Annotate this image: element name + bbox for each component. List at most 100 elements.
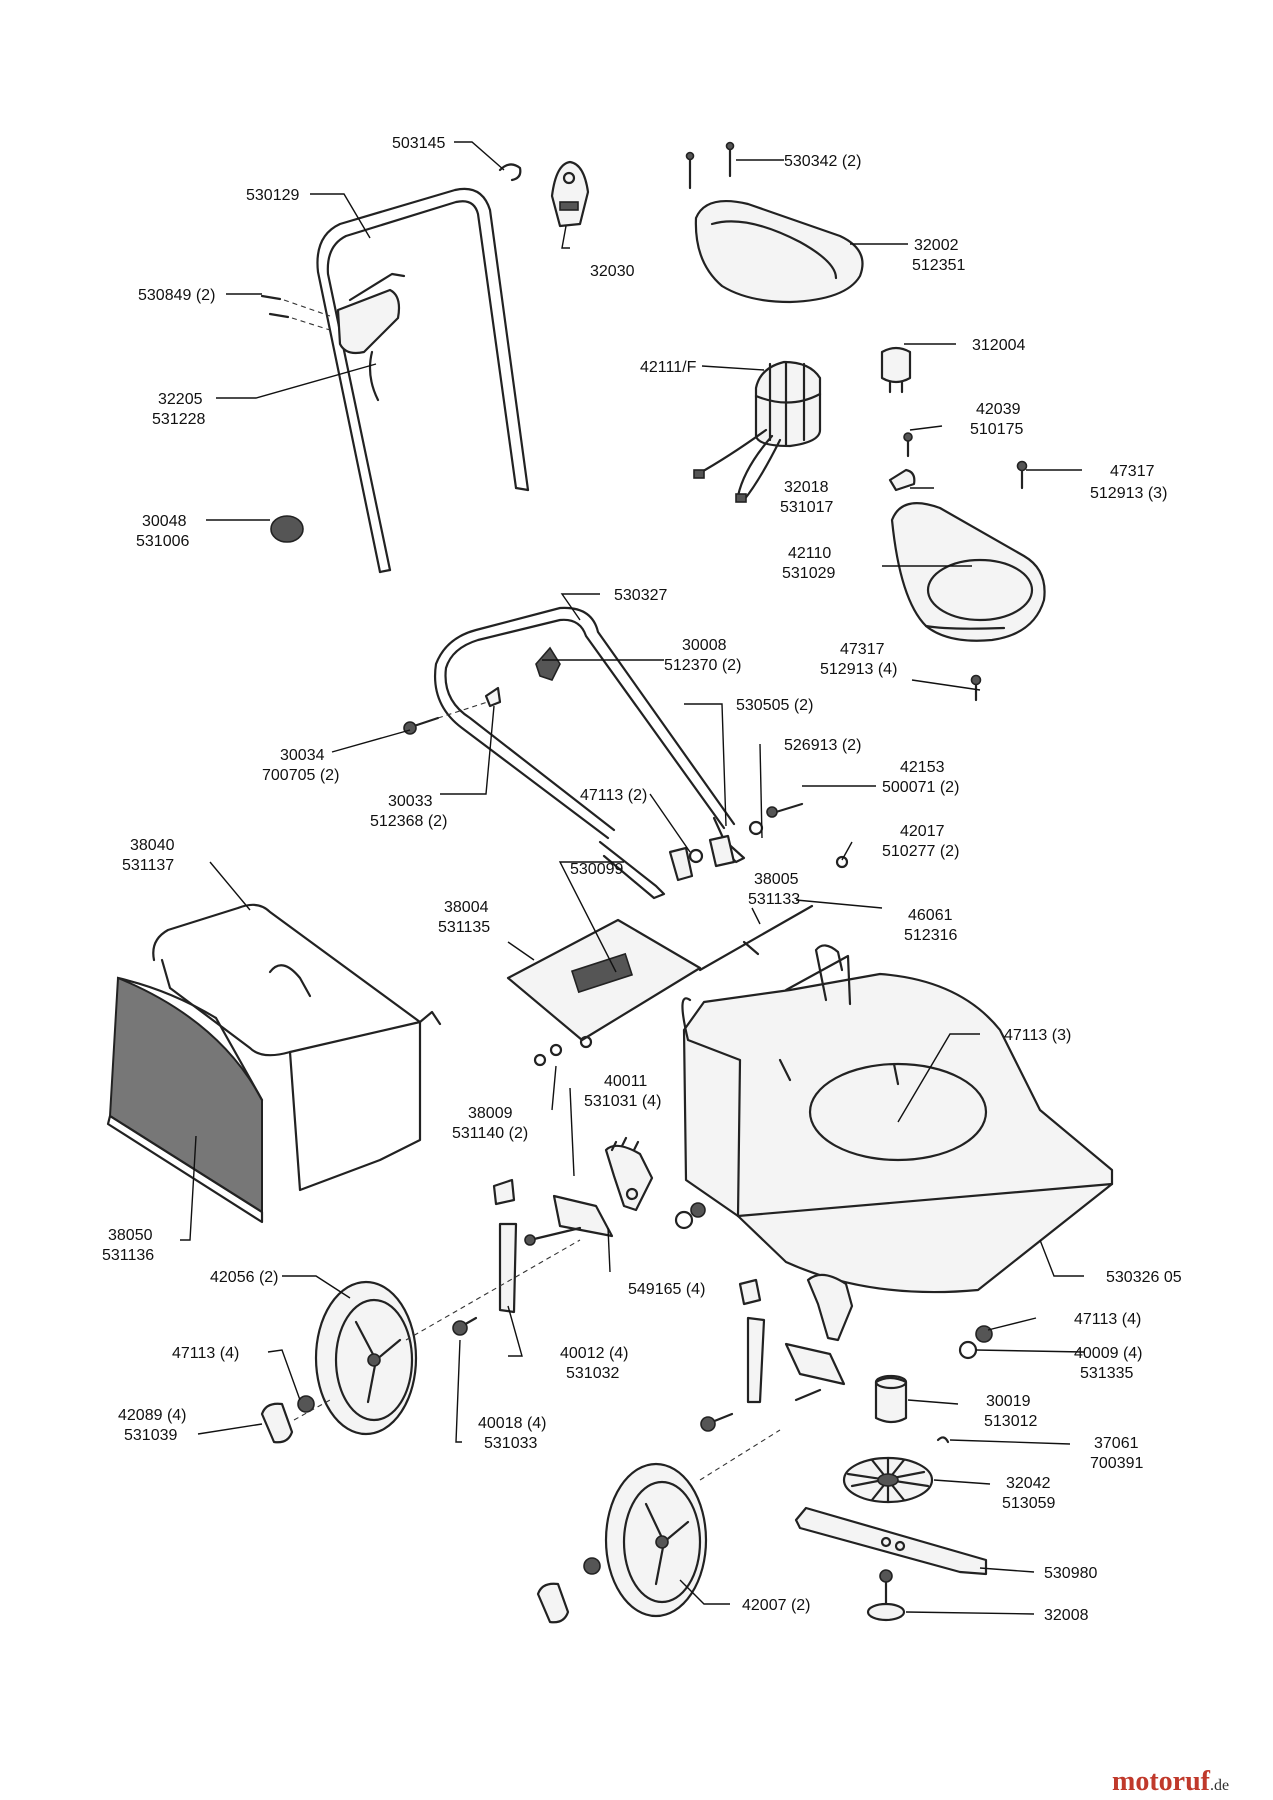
screw-47317a [1016,460,1028,490]
label-38040: 38040 [130,837,175,854]
label-30019: 30019 [986,1393,1031,1410]
label-530849: 530849 (2) [138,287,215,304]
capacitor-312004 [880,346,912,394]
adjust-plates [668,802,849,882]
axle-bracket-549165 [524,1194,614,1246]
screws-530342 [685,141,735,190]
screw-42039 [903,432,913,458]
label-530326: 530326 05 [1106,1269,1182,1286]
label-42111F: 42111/F [640,359,697,376]
handle-knob-30048 [270,515,304,543]
label-512913a: 512913 (3) [1090,485,1167,502]
label-47113c: 47113 (4) [1074,1311,1141,1328]
label-42110: 42110 [788,545,831,562]
label-512913b: 512913 (4) [820,661,897,678]
label-531135: 531135 [438,919,490,936]
label-38009: 38009 [468,1105,513,1122]
label-42017: 42017 [900,823,945,840]
label-530505: 530505 (2) [736,697,813,714]
label-531033: 531033 [484,1435,537,1452]
grass-bag-frame-38040 [152,903,442,1192]
label-42007: 42007 (2) [742,1597,811,1614]
blade-530980 [794,1506,988,1576]
motor-housing-42110 [890,502,1046,642]
leader-lines [180,141,1085,1615]
label-47317b: 47317 [840,641,885,658]
label-512368: 512368 (2) [370,813,447,830]
label-700705: 700705 (2) [262,767,339,784]
label-531032: 531032 [566,1365,619,1382]
bolt-40018 [452,1316,478,1336]
label-530980: 530980 [1044,1565,1097,1582]
label-32205: 32205 [158,391,203,408]
axle-dashes [293,1239,781,1481]
upper-handle [316,187,530,574]
hubcap-42089 [260,1402,570,1624]
label-530342: 530342 (2) [784,153,861,170]
label-32018: 32018 [784,479,829,496]
label-531039: 531039 [124,1427,177,1444]
part-labels: 503145 530129 530849 (2) 32205 531228 30… [102,135,1182,1624]
blade-bolt-32008 [866,1569,906,1622]
label-700391: 700391 [1090,1455,1143,1472]
label-531136: 531136 [102,1247,154,1264]
grass-bag-38050 [106,976,264,1224]
motoruf-watermark: motoruf.de [1112,1766,1229,1797]
label-503145: 503145 [392,135,445,152]
label-526913: 526913 (2) [784,737,861,754]
label-47113b: 47113 (3) [1004,1027,1071,1044]
clip-37061 [936,1436,950,1444]
label-531140: 531140 (2) [452,1125,528,1142]
label-42089: 42089 (4) [118,1407,187,1424]
clip-503145 [498,163,522,182]
label-30008: 30008 [682,637,727,654]
rear-axle-38005 [698,904,814,972]
watermark-brand: motoruf [1112,1766,1211,1797]
label-512370: 512370 (2) [664,657,741,674]
label-47113a: 47113 (2) [580,787,647,804]
label-42056: 42056 (2) [210,1269,279,1286]
label-38050: 38050 [108,1227,153,1244]
label-549165: 549165 (4) [628,1281,705,1298]
lever-40012 [492,1178,518,1314]
label-531335: 531335 [1080,1365,1133,1382]
label-38005: 38005 [754,871,799,888]
label-47317a: 47317 [1110,463,1155,480]
switch-box [336,272,406,402]
deck-530326 [681,944,1114,1294]
screws-47113c [958,1325,993,1360]
screw-47317b [970,674,982,702]
label-531137: 531137 [122,857,174,874]
watermark-text: motoruf.de [1112,1766,1229,1797]
adjuster-front [700,1273,854,1432]
rear-flap-38004 [506,918,702,1049]
washers-38009 [533,1043,563,1067]
motor-42111F [693,360,822,503]
screws-530849 [260,294,331,331]
motor-hood-32002 [694,200,864,304]
rear-wheel-42056 [314,1280,418,1436]
label-531228: 531228 [152,411,205,428]
label-512351: 512351 [912,257,965,274]
bracket-30033 [484,686,502,708]
label-531017: 531017 [780,499,833,516]
label-512316: 512316 [904,927,957,944]
label-42153: 42153 [900,759,945,776]
label-30034: 30034 [280,747,325,764]
label-30033: 30033 [388,793,433,810]
label-40009: 40009 (4) [1074,1345,1143,1362]
label-510175: 510175 [970,421,1023,438]
label-530327: 530327 [614,587,667,604]
fan-32042 [842,1456,934,1504]
adapter-30019 [874,1374,908,1424]
label-32002: 32002 [914,237,959,254]
label-510277: 510277 (2) [882,843,959,860]
label-40011: 40011 [604,1073,647,1090]
label-531133: 531133 [748,891,800,908]
label-42039: 42039 [976,401,1021,418]
cable-hook-32030 [550,160,590,228]
watermark-suffix: .de [1210,1777,1229,1794]
label-40012: 40012 (4) [560,1345,629,1362]
label-531006: 531006 [136,533,189,550]
adjuster-40011 [604,1136,654,1212]
